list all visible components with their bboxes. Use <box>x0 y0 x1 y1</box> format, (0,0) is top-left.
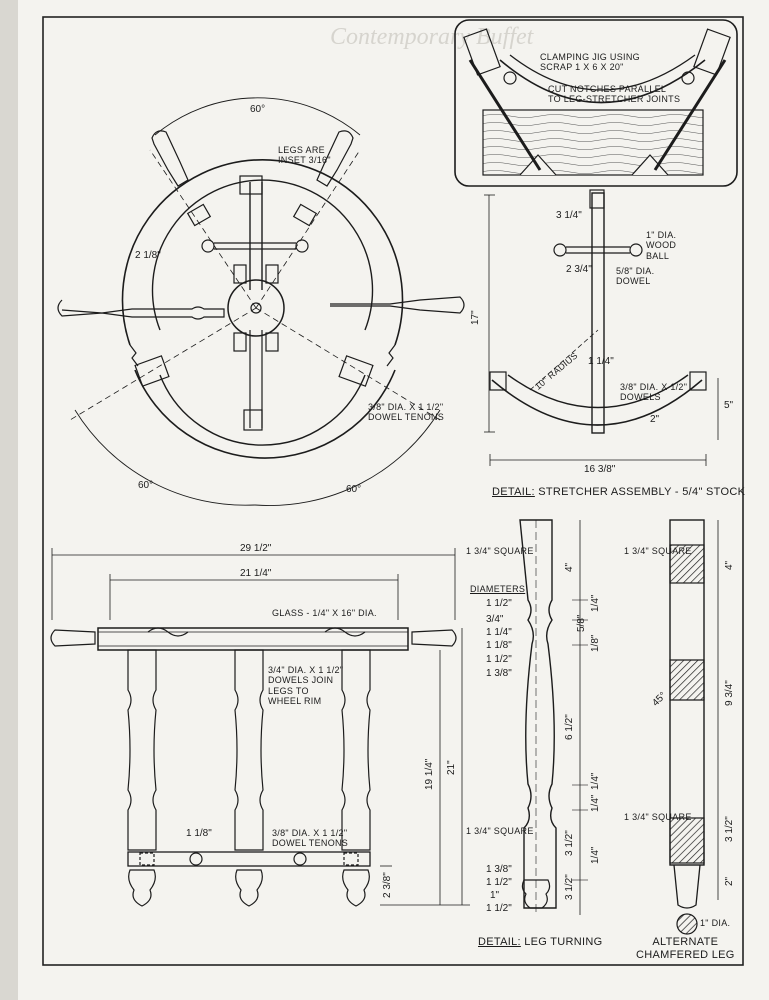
chamfered-top-label: 4" <box>724 560 735 570</box>
legs-inset-note: LEGS ARE INSET 3/16" <box>278 145 331 166</box>
diameter-4: 1 1/8" <box>486 640 512 651</box>
seg-top-label: 4" <box>564 562 575 572</box>
total-height-label: 21" <box>446 760 457 775</box>
elevation-dowel-tenons-note: 3/8" DIA. x 1 1/2" DOWEL TENONS <box>272 828 349 849</box>
foot-height-label: 2 3/8" <box>382 872 393 898</box>
chamfered-leg-caption: ALTERNATE CHAMFERED LEG <box>636 936 735 961</box>
leg-turning-detail <box>519 519 588 915</box>
diameter-3: 1 1/4" <box>486 627 512 638</box>
chamfered-foot-label: 2" <box>724 876 735 886</box>
stretcher-width-label: 16 3/8" <box>584 464 616 475</box>
stretcher-dowel-spacing-label: 2 3/4" <box>566 264 592 275</box>
leg-square-top-label: 1 3/4" SQUARE <box>466 546 534 556</box>
seg-g-label: 1/4" <box>590 846 601 864</box>
stretcher-thickness-label: 1 1/8" <box>186 828 212 839</box>
rim-width-label: 2 1/8" <box>135 250 161 261</box>
stretcher-caption-key: DETAIL: <box>492 486 535 498</box>
seg-c-label: 1/8" <box>590 634 601 652</box>
chamfered-mid-label: 9 3/4" <box>724 680 735 706</box>
stretcher-dowel-note: 5/8" DIA. DOWEL <box>616 266 655 287</box>
stretcher-depth-label: 5" <box>724 400 734 411</box>
leg-height-label: 19 1/4" <box>424 758 435 790</box>
diameters-label: DIAMETERS <box>470 584 526 594</box>
wheel-top-view <box>57 97 465 506</box>
seg-b-label: 5/8" <box>576 614 587 632</box>
angle-bottom-right-label: 60° <box>346 484 362 495</box>
seg-e-label: 1/4" <box>590 794 601 812</box>
leg-turning-caption-key: DETAIL: <box>478 936 521 948</box>
leg-turning-caption-text: LEG TURNING <box>524 936 603 948</box>
clamping-jig-note: CLAMPING JIG USING SCRAP 1 x 6 x 20" <box>540 52 640 73</box>
bottom-diameter-2: 1 1/2" <box>486 877 512 888</box>
wood-ball-note: 1" DIA. WOOD BALL <box>646 230 677 261</box>
stretcher-assembly <box>484 189 719 466</box>
stretcher-center-label: 1 1/4" <box>588 356 614 367</box>
diameter-2: 3/4" <box>486 614 504 625</box>
dowels-join-note: 3/4" DIA. x 1 1/2" DOWELS JOIN LEGS TO W… <box>268 665 344 707</box>
diameter-1: 1 1/2" <box>486 598 512 609</box>
front-elevation <box>50 548 470 907</box>
stretcher-end-width-label: 2" <box>650 414 660 425</box>
diameter-6: 1 3/8" <box>486 668 512 679</box>
bottom-diameter-1: 1 3/8" <box>486 864 512 875</box>
seg-a-label: 1/4" <box>590 594 601 612</box>
leg-span-label: 21 1/4" <box>240 568 272 579</box>
clamping-jig <box>454 19 738 187</box>
chamfered-square-bottom-label: 1 3/4" SQUARE <box>624 812 692 822</box>
bottom-diameter-3: 1" <box>490 890 500 901</box>
seg-bottom-label: 3 1/2" <box>564 874 575 900</box>
stretcher-caption-text: STRETCHER ASSEMBLY - 5/4" STOCK <box>538 486 746 498</box>
stretcher-top-offset-label: 3 1/4" <box>556 210 582 221</box>
angle-bottom-left-label: 60° <box>138 480 154 491</box>
overall-width-label: 29 1/2" <box>240 543 272 554</box>
stretcher-height-label: 17" <box>470 310 481 325</box>
stretcher-caption: DETAIL: STRETCHER ASSEMBLY - 5/4" STOCK <box>492 486 745 499</box>
leg-turning-caption: DETAIL: LEG TURNING <box>478 936 603 949</box>
angle-top-label: 60° <box>250 104 266 115</box>
foot-diameter-label: 1" DIA. <box>700 918 731 928</box>
show-through-title: Contemporary Buffet <box>330 24 535 50</box>
chamfered-leg <box>669 519 719 935</box>
seg-f-label: 3 1/2" <box>564 830 575 856</box>
binding-shadow <box>0 0 18 1000</box>
seg-mid-label: 6 1/2" <box>564 714 575 740</box>
stretcher-dowels-note: 3/8" DIA. x 1/2" DOWELS <box>620 382 688 403</box>
clamping-jig-cut-note: CUT NOTCHES PARALLEL TO LEG-STRETCHER JO… <box>548 84 681 105</box>
drawing-border <box>42 16 744 966</box>
diameter-5: 1 1/2" <box>486 654 512 665</box>
wheel-dowel-tenons-note: 3/8" DIA. x 1 1/2" DOWEL TENONS <box>368 402 445 423</box>
chamfered-low-label: 3 1/2" <box>724 816 735 842</box>
chamfered-square-top-label: 1 3/4" SQUARE <box>624 546 692 556</box>
seg-d-label: 1/4" <box>590 772 601 790</box>
leg-square-mid-label: 1 3/4" SQUARE <box>466 826 534 836</box>
glass-note: GLASS - 1/4" x 16" DIA. <box>272 608 377 618</box>
bottom-diameter-4: 1 1/2" <box>486 903 512 914</box>
